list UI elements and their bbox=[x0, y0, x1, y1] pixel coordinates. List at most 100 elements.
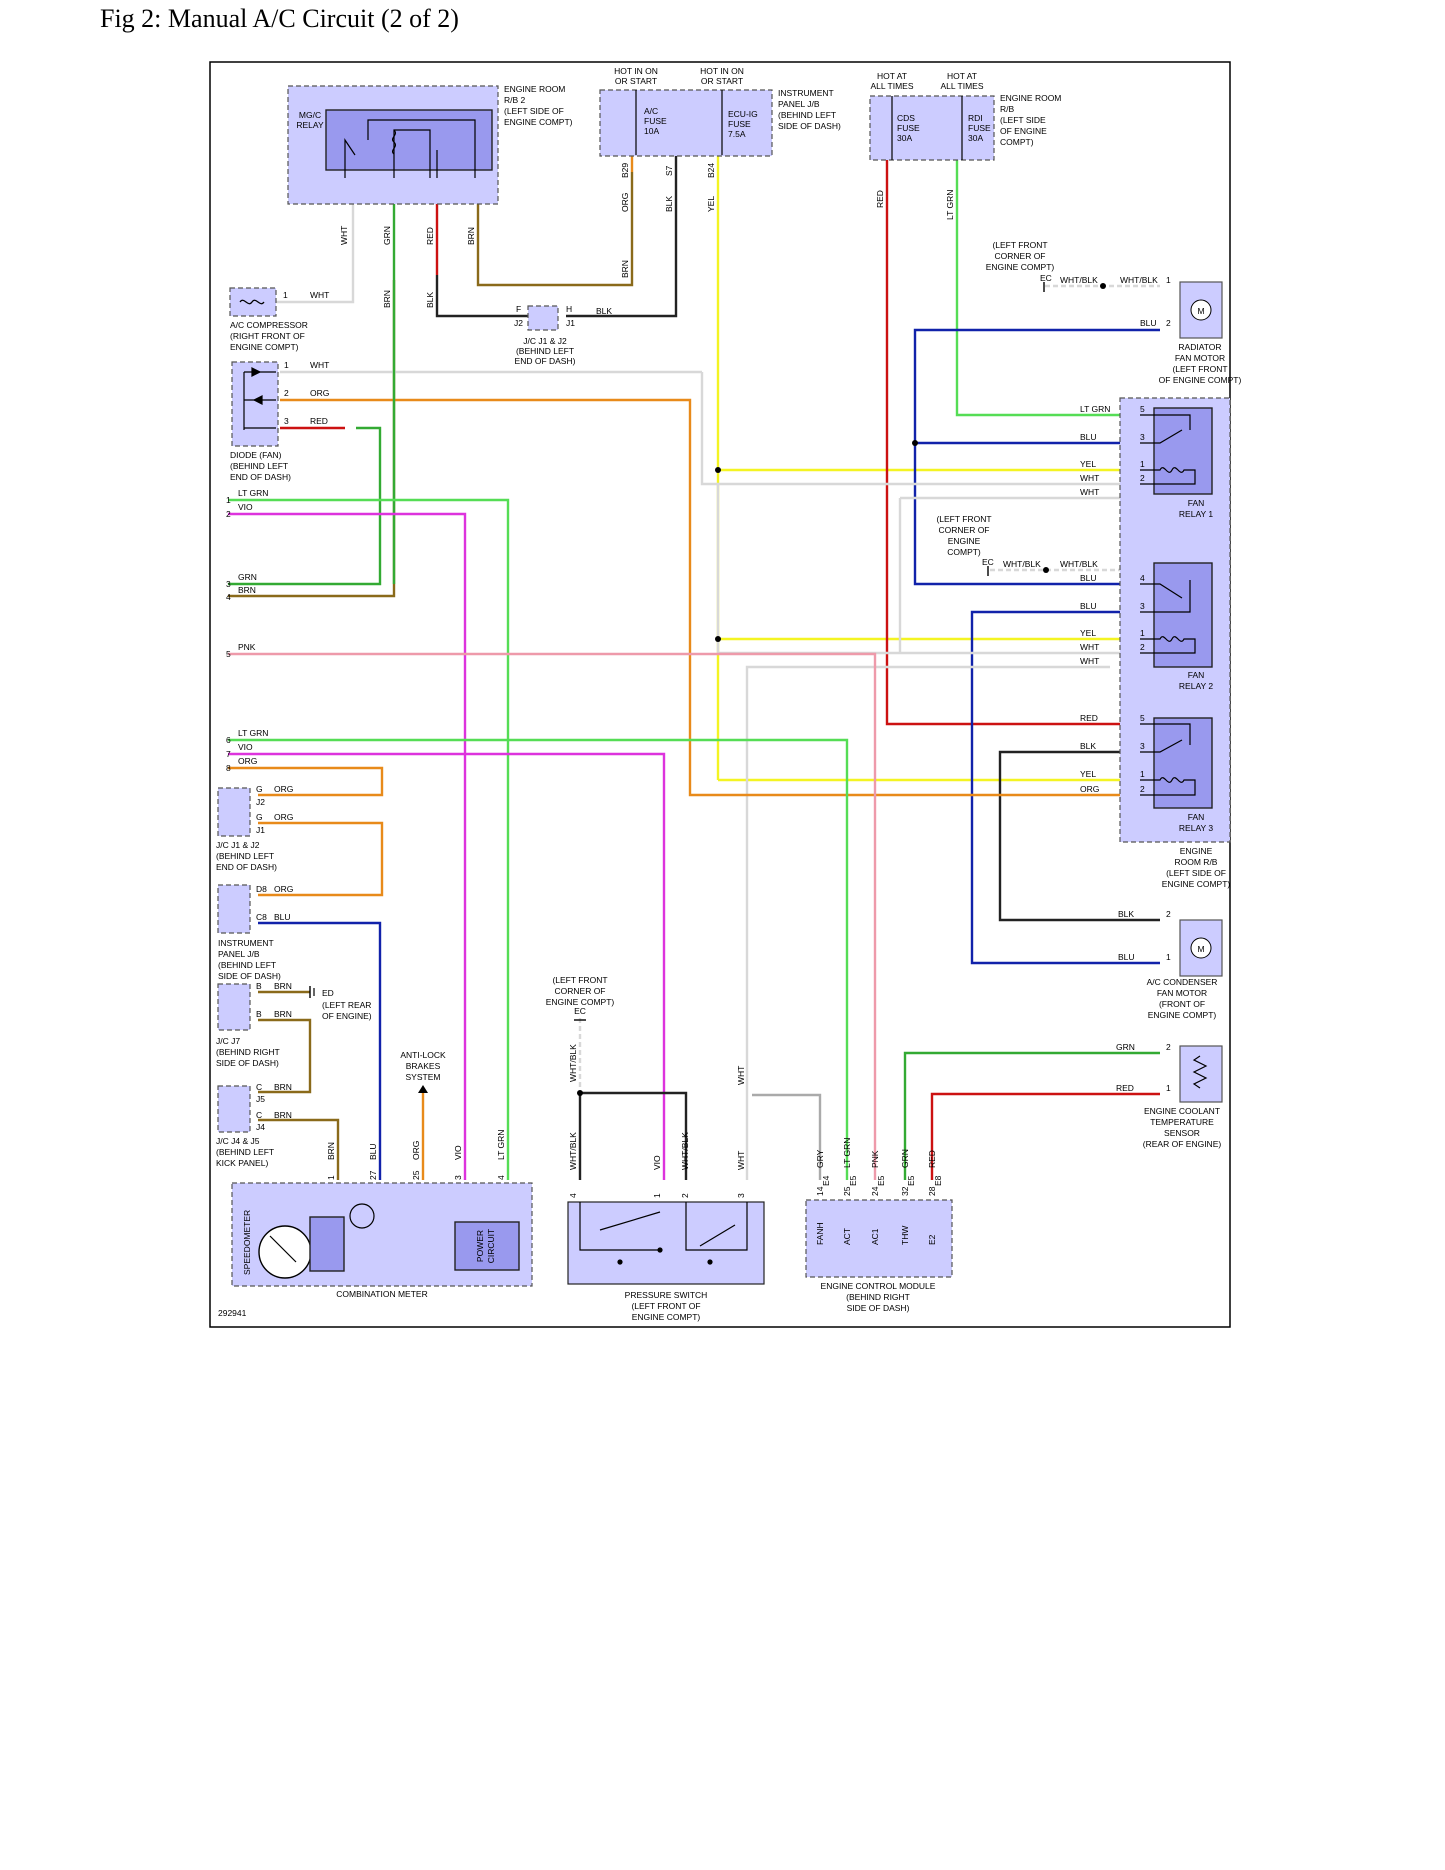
diagram-frame bbox=[209, 61, 1231, 1328]
svg-text:4: 4 bbox=[226, 592, 231, 602]
svg-text:J2: J2 bbox=[514, 318, 523, 328]
relay-pin-number: 1 bbox=[1140, 628, 1145, 638]
svg-text:(LEFT SIDE: (LEFT SIDE bbox=[1000, 115, 1046, 125]
relay-pin-number: 1 bbox=[1140, 769, 1145, 779]
combination-meter-pins: 1 BRN 27 BLU 25 ORG 3 VIO 4 LT GRN bbox=[326, 1130, 506, 1180]
wire-whtblk-ps3 bbox=[580, 1091, 688, 1180]
svg-text:BLU: BLU bbox=[1140, 318, 1157, 328]
ecm-wire-label: LT GRN bbox=[842, 1138, 852, 1168]
relay-pin-number: 2 bbox=[1140, 642, 1145, 652]
svg-text:WHT: WHT bbox=[310, 290, 329, 300]
svg-text:VIO: VIO bbox=[238, 742, 253, 752]
jc-j1j2-top-box bbox=[527, 305, 559, 331]
svg-text:RELAY 2: RELAY 2 bbox=[1179, 681, 1213, 691]
svg-text:YEL: YEL bbox=[706, 196, 716, 212]
jc-j7-label: B BRN B BRN J/C J7 (BEHIND RIGHT SIDE OF… bbox=[216, 981, 292, 1068]
svg-text:LT GRN: LT GRN bbox=[496, 1130, 506, 1160]
svg-text:2: 2 bbox=[680, 1193, 690, 1198]
relay-wire-label: YEL bbox=[1080, 628, 1096, 638]
svg-text:(LEFT SIDE OF: (LEFT SIDE OF bbox=[504, 106, 564, 116]
svg-text:WHT/BLK: WHT/BLK bbox=[1060, 559, 1098, 569]
svg-text:(FRONT OF: (FRONT OF bbox=[1159, 999, 1205, 1009]
svg-text:BRN: BRN bbox=[326, 1142, 336, 1160]
relay-pin-number: 3 bbox=[1140, 741, 1145, 751]
mgc-relay-label: MG/C RELAY bbox=[296, 110, 324, 130]
ecm-connector-code: E5 bbox=[906, 1175, 916, 1186]
wire-ltgrn-rail1 bbox=[228, 498, 510, 1180]
ecm-wire-label: RED bbox=[927, 1150, 937, 1168]
svg-text:(LEFT REAR: (LEFT REAR bbox=[322, 1000, 371, 1010]
ip-jb-left-box bbox=[217, 884, 251, 934]
svg-text:BLK: BLK bbox=[1118, 909, 1134, 919]
er-rb2-label: ENGINE ROOM R/B 2 (LEFT SIDE OF ENGINE C… bbox=[504, 84, 573, 127]
svg-text:5: 5 bbox=[226, 649, 231, 659]
svg-text:1: 1 bbox=[1166, 952, 1171, 962]
svg-text:30A: 30A bbox=[897, 133, 912, 143]
wire-pnk-rail5 bbox=[228, 652, 877, 1180]
svg-text:ENGINE COMPT): ENGINE COMPT) bbox=[1162, 879, 1231, 889]
svg-text:OF ENGINE: OF ENGINE bbox=[1000, 126, 1047, 136]
svg-text:ALL TIMES: ALL TIMES bbox=[941, 81, 984, 91]
svg-text:FUSE: FUSE bbox=[728, 119, 751, 129]
hot-on-label-1: HOT IN ON OR START bbox=[614, 66, 658, 86]
svg-text:D8: D8 bbox=[256, 884, 267, 894]
svg-text:(BEHIND LEFT: (BEHIND LEFT bbox=[230, 461, 288, 471]
fan-relay-switch-icons bbox=[1140, 414, 1196, 796]
svg-text:BRN: BRN bbox=[274, 1082, 292, 1092]
svg-text:WHT/BLK: WHT/BLK bbox=[1060, 275, 1098, 285]
ecm-connector-code: E8 bbox=[933, 1175, 943, 1186]
svg-text:KICK PANEL): KICK PANEL) bbox=[216, 1158, 268, 1168]
svg-text:PRESSURE SWITCH: PRESSURE SWITCH bbox=[625, 1290, 708, 1300]
svg-text:WHT: WHT bbox=[736, 1151, 746, 1170]
wire-vio-rail2 bbox=[228, 512, 467, 1180]
wire-brn-relay bbox=[476, 172, 634, 287]
diode-fan-box bbox=[231, 361, 279, 447]
svg-text:(LEFT FRONT OF: (LEFT FRONT OF bbox=[631, 1301, 700, 1311]
svg-text:FAN: FAN bbox=[1188, 498, 1205, 508]
ip-jb-top-label: INSTRUMENT PANEL J/B (BEHIND LEFT SIDE O… bbox=[778, 88, 841, 131]
svg-text:1: 1 bbox=[1166, 1083, 1171, 1093]
ecm-pin-name: E2 bbox=[927, 1234, 937, 1245]
svg-text:OF ENGINE COMPT): OF ENGINE COMPT) bbox=[1159, 375, 1242, 385]
svg-text:R/B: R/B bbox=[1000, 104, 1015, 114]
svg-text:INSTRUMENT: INSTRUMENT bbox=[778, 88, 834, 98]
ecm-pin-name: AC1 bbox=[870, 1228, 880, 1245]
svg-text:ENGINE COMPT): ENGINE COMPT) bbox=[986, 262, 1055, 272]
svg-text:HOT AT: HOT AT bbox=[877, 71, 907, 81]
relay-wire-label: YEL bbox=[1080, 459, 1096, 469]
ecm-label: ENGINE CONTROL MODULE (BEHIND RIGHT SIDE… bbox=[821, 1281, 936, 1313]
svg-text:BRN: BRN bbox=[274, 981, 292, 991]
relay-pin-number: 5 bbox=[1140, 713, 1145, 723]
svg-text:RDI: RDI bbox=[968, 113, 983, 123]
svg-text:CORNER OF: CORNER OF bbox=[939, 525, 990, 535]
svg-text:1: 1 bbox=[226, 495, 231, 505]
svg-text:RED: RED bbox=[875, 190, 885, 208]
svg-text:G: G bbox=[256, 812, 263, 822]
rdi-fuse: RDI FUSE 30A bbox=[961, 96, 991, 160]
radiator-fan-motor-icon bbox=[1190, 299, 1212, 321]
diode-fan-label: 1 WHT 2 ORG 3 RED DIODE (FAN) (BEHIND LE… bbox=[230, 360, 329, 482]
svg-text:(BEHIND RIGHT: (BEHIND RIGHT bbox=[216, 1047, 280, 1057]
svg-text:HOT AT: HOT AT bbox=[947, 71, 977, 81]
figure-number: 292941 bbox=[218, 1308, 247, 1318]
cds-fuse: CDS FUSE 30A bbox=[891, 96, 920, 160]
svg-text:PANEL J/B: PANEL J/B bbox=[218, 949, 260, 959]
hot-at-label-2: HOT AT ALL TIMES bbox=[941, 71, 984, 91]
svg-text:HOT IN ON: HOT IN ON bbox=[700, 66, 744, 76]
svg-text:3: 3 bbox=[226, 579, 231, 589]
svg-text:S7: S7 bbox=[664, 165, 674, 176]
ecu-ig-fuse: ECU-IG FUSE 7.5A bbox=[721, 90, 758, 155]
wire-ltgrn-rail6 bbox=[228, 738, 849, 1180]
svg-text:ORG: ORG bbox=[274, 884, 293, 894]
er-rb-top-label: ENGINE ROOM R/B (LEFT SIDE OF ENGINE COM… bbox=[1000, 93, 1061, 147]
svg-text:7.5A: 7.5A bbox=[728, 129, 746, 139]
svg-text:ORG: ORG bbox=[274, 784, 293, 794]
svg-text:ENGINE ROOM: ENGINE ROOM bbox=[1000, 93, 1061, 103]
jc-j1j2-left-box bbox=[217, 787, 251, 837]
ground-ec-relay2: (LEFT FRONT CORNER OF ENGINE COMPT) EC W… bbox=[936, 514, 1098, 576]
svg-text:27: 27 bbox=[368, 1170, 378, 1180]
wire-grn-diode bbox=[228, 426, 382, 586]
svg-text:BLU: BLU bbox=[1118, 952, 1135, 962]
